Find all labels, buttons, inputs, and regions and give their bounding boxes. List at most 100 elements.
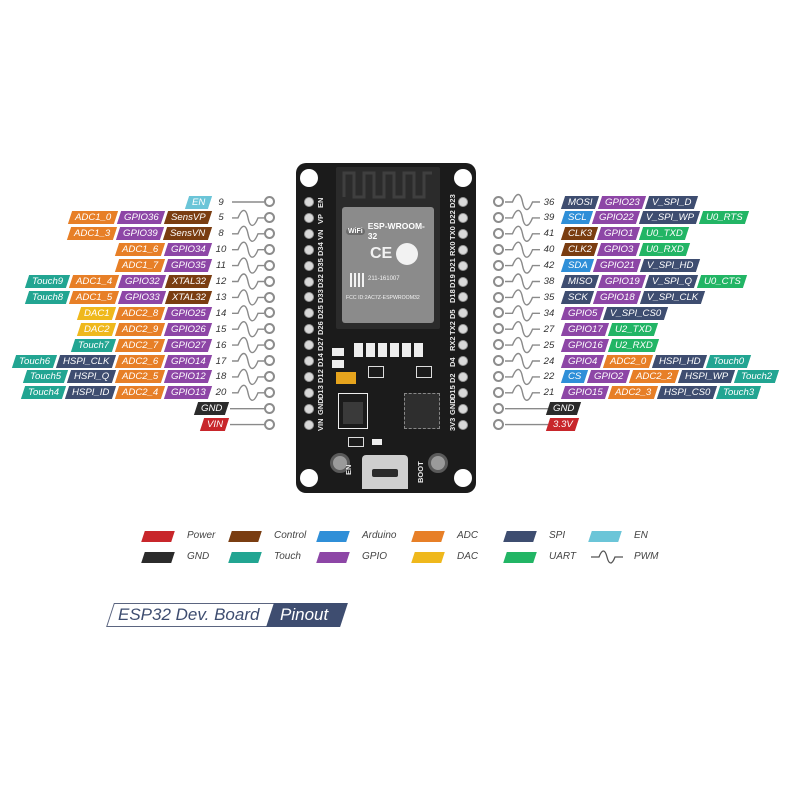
- pin-tag-touch2: Touch2: [733, 370, 780, 384]
- header-hole-left: [304, 340, 314, 351]
- boot-button[interactable]: [428, 453, 448, 473]
- legend-label-control: Control: [274, 530, 307, 541]
- pin-tag-adc1-6: ADC1_6: [114, 243, 166, 257]
- board-pin-label: D32: [316, 273, 325, 288]
- pin-tag-adc1-6-text: ADC1_6: [121, 244, 159, 256]
- pin-tag-adc2-9: ADC2_9: [114, 322, 166, 336]
- pin-number: 42: [543, 260, 555, 272]
- pwm-wave-icon: [505, 241, 540, 258]
- legend-label-adc: ADC: [457, 530, 479, 541]
- board-pin-label: D27: [316, 337, 325, 352]
- pin-tag-gpio23: GPIO23: [597, 195, 647, 209]
- pin-tag-touch3: Touch3: [715, 386, 762, 400]
- en-button[interactable]: [330, 453, 350, 473]
- pin-tag-u0-rts: U0_RTS: [698, 211, 750, 225]
- pin-pad-left: [264, 307, 276, 319]
- pin-tag-gpio18-text: GPIO18: [599, 291, 635, 303]
- header-hole-left: [304, 244, 314, 255]
- pin-tag-hspi-wp-text: HSPI_WP: [684, 371, 729, 383]
- pin-tag-touch7-text: Touch7: [77, 339, 110, 351]
- pin-tag-gpio13: GPIO13: [163, 386, 213, 400]
- legend-label-power: Power: [187, 530, 216, 541]
- board-pin-label: RX2: [448, 336, 457, 352]
- cert-number: 211-161007: [368, 276, 400, 282]
- pin-number: 34: [543, 307, 555, 319]
- pin-tag-gnd-text: GND: [552, 403, 575, 415]
- title-sub: Pinout: [280, 605, 329, 624]
- pin-tag-gpio14: GPIO14: [163, 354, 213, 368]
- header-hole-left: [304, 276, 314, 287]
- pin-tag-gpio39-text: GPIO39: [122, 228, 158, 240]
- pin-tag-dac1: DAC1: [76, 306, 117, 320]
- pin-number: 40: [543, 244, 555, 256]
- pin-tag-adc2-4-text: ADC2_4: [121, 387, 159, 399]
- pwm-wave-icon: [232, 225, 264, 242]
- pin-tag-adc2-3: ADC2_3: [607, 386, 659, 400]
- pin-tag-v-spi-cs0-text: V_SPI_CS0: [609, 307, 662, 319]
- pin-tag-adc1-5-text: ADC1_5: [75, 291, 113, 303]
- header-hole-right: [458, 228, 468, 239]
- legend-swatch-adc: [411, 531, 445, 542]
- pwm-wave-icon: [232, 289, 264, 306]
- title-banner: ESP32 Dev. Board Pinout: [106, 603, 348, 627]
- pin-number: 14: [215, 307, 227, 319]
- pin-pad-left: [264, 291, 276, 303]
- pin-tag-u0-cts-text: U0_CTS: [703, 276, 741, 287]
- board-pin-label: VP: [316, 213, 325, 224]
- pin-tag-adc1-7-text: ADC1_7: [121, 260, 159, 272]
- pin-tag-sensvn-text: SensVN: [169, 228, 206, 240]
- pin-pad-left: [264, 259, 276, 271]
- header-hole-left: [304, 419, 314, 430]
- pin-tag-gpio3: GPIO3: [596, 243, 641, 257]
- pin-pad-left: [264, 212, 276, 223]
- pin-tag-gpio1: GPIO1: [596, 227, 641, 241]
- pin-tag-gpio35-text: GPIO35: [170, 260, 206, 272]
- pin-tag-gpio13-text: GPIO13: [170, 387, 206, 399]
- pin-tag-touch4: Touch4: [20, 386, 67, 400]
- pin-tag-adc2-7-text: ADC2_7: [121, 339, 159, 351]
- pin-tag-clk3-text: CLK3: [567, 228, 592, 240]
- pin-tag-gpio35: GPIO35: [163, 259, 213, 273]
- pin-tag-en-text: EN: [191, 196, 206, 208]
- pin-pad-left: [264, 196, 276, 208]
- pin-pad-right: [493, 371, 505, 382]
- header-hole-right: [458, 244, 468, 255]
- pin-tag-gpio33-text: GPIO33: [124, 291, 160, 303]
- pin-tag-adc1-3: ADC1_3: [66, 227, 118, 241]
- pin-tag-gpio5-text: GPIO5: [567, 307, 598, 319]
- pin-tag-sensvp-text: SensVP: [170, 212, 206, 224]
- pwm-wave-icon: [505, 368, 540, 386]
- pin-tag-u2-rxd: U2_RXD: [607, 338, 660, 352]
- pin-pad-right: [493, 212, 505, 223]
- pin-number: 12: [215, 276, 227, 287]
- pin-tag-u2-txd-text: U2_TXD: [614, 323, 652, 335]
- pin-tag-cs-text: CS: [567, 371, 582, 383]
- usb-port: [362, 455, 408, 489]
- board-pin-label: 3V3: [448, 417, 457, 431]
- pin-tag-touch8: Touch8: [24, 290, 71, 304]
- pwm-wave-icon: [505, 384, 540, 402]
- pin-tag-en: EN: [184, 195, 213, 209]
- pin-tag-gpio1-text: GPIO1: [603, 228, 634, 240]
- pin-tag-clk2-text: CLK2: [567, 244, 592, 256]
- smd-small-1: [332, 348, 344, 356]
- smd-small-2: [332, 360, 344, 368]
- header-hole-left: [304, 292, 314, 303]
- board-pin-label: VIN: [316, 418, 325, 431]
- pin-pad-left: [264, 243, 276, 255]
- pin-tag-gpio34: GPIO34: [163, 243, 213, 257]
- header-hole-right: [458, 356, 468, 366]
- pin-tag-u2-txd: U2_TXD: [607, 322, 659, 336]
- pin-pad-right: [493, 355, 505, 367]
- board-pin-label: D14: [316, 353, 325, 367]
- pin-pad-left: [264, 275, 276, 287]
- pin-tag-hspi-hd-text: HSPI_HD: [658, 355, 701, 367]
- pin-tag-xtal32: XTAL32: [164, 275, 213, 288]
- header-hole-left: [304, 212, 314, 223]
- board-pin-label: D19: [448, 273, 457, 288]
- header-hole-left: [304, 324, 314, 335]
- pin-tag-v-spi-cs0: V_SPI_CS0: [602, 306, 669, 320]
- pin-tag-gpio18: GPIO18: [592, 290, 642, 304]
- pin-tag-gpio15-text: GPIO15: [567, 387, 603, 399]
- pin-tag-touch3-text: Touch3: [722, 387, 755, 399]
